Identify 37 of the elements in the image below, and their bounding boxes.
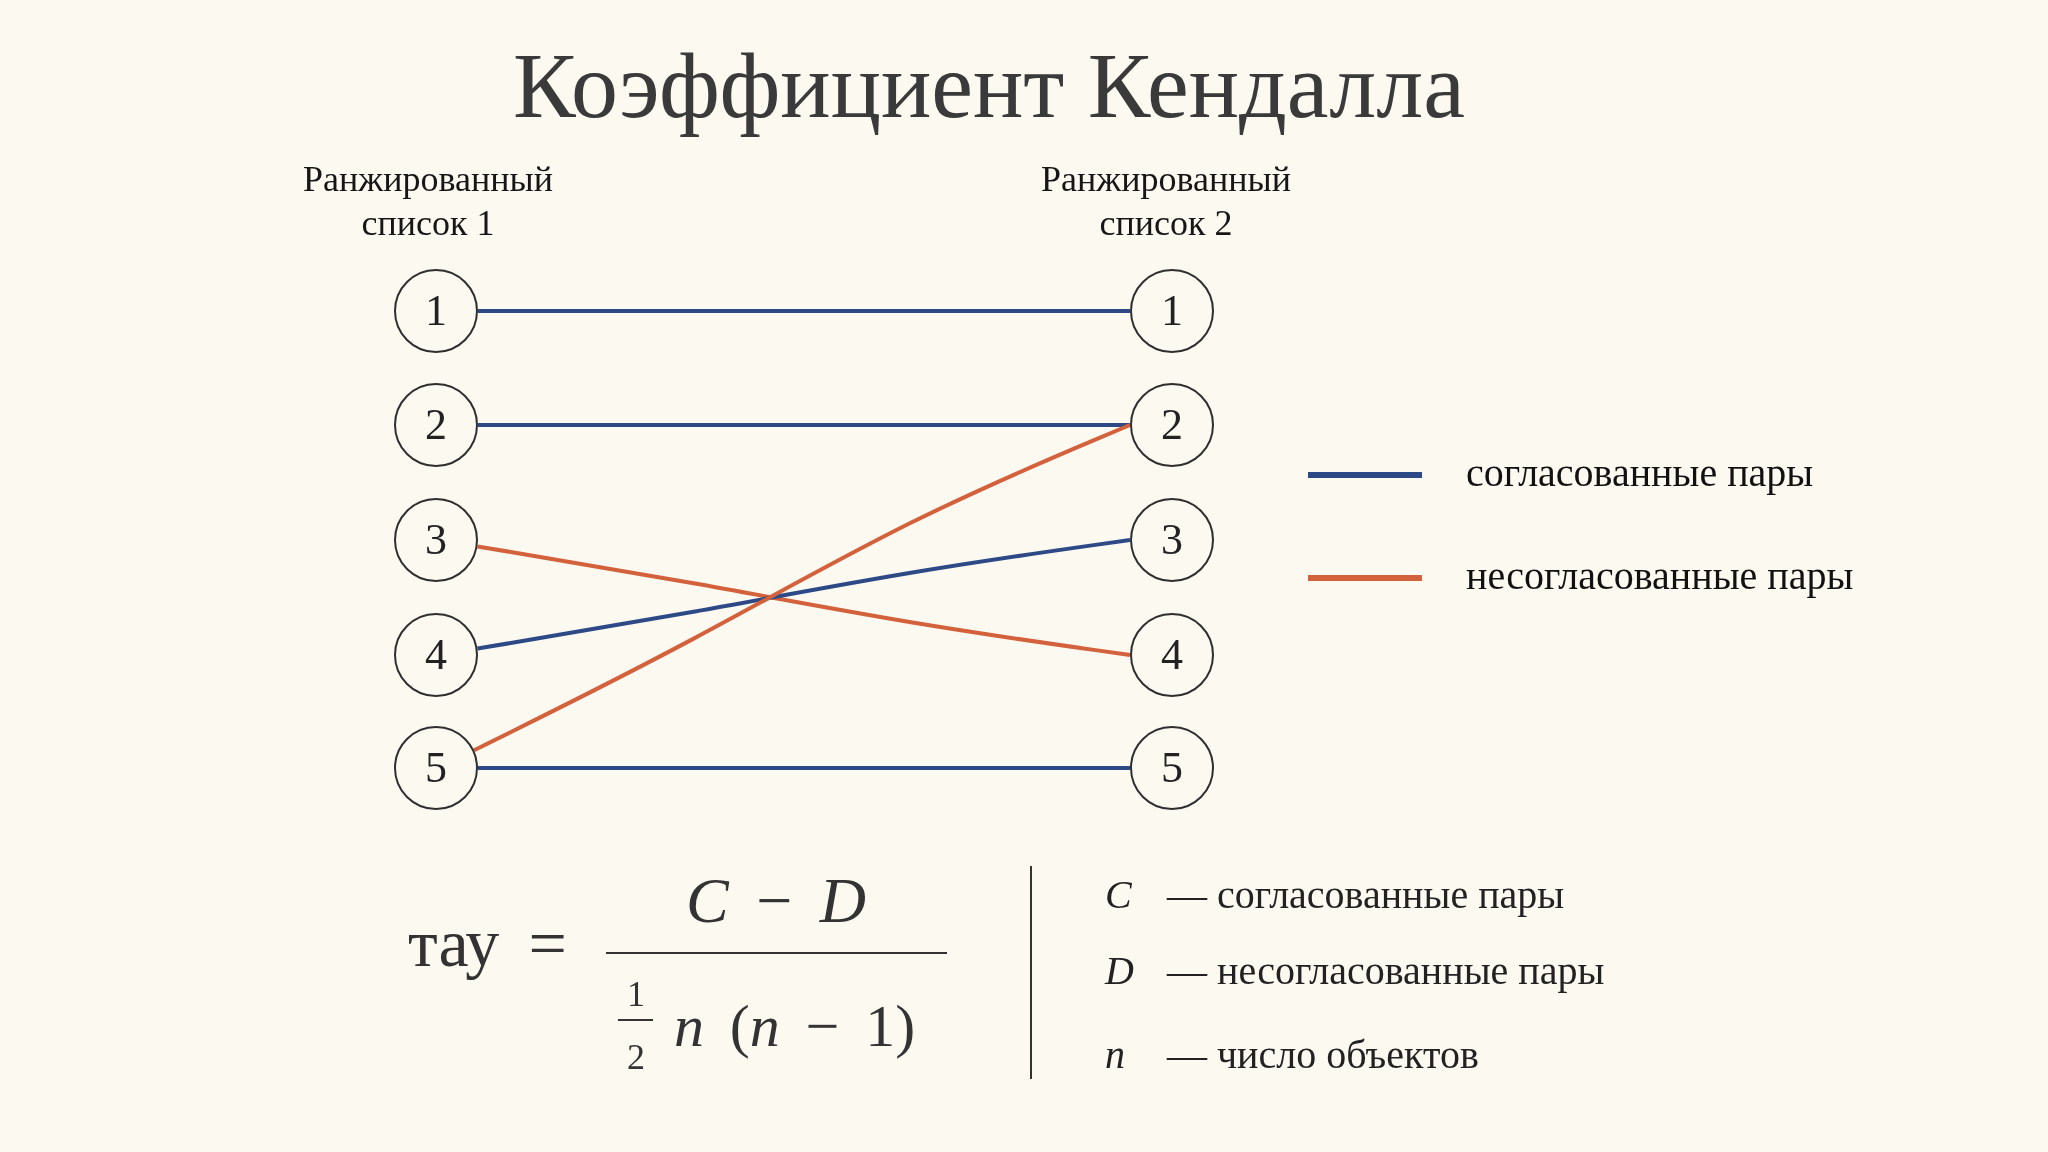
rank-number: 2 [425,400,447,450]
connector-line [478,309,1130,313]
rank-number: 1 [1161,286,1183,336]
rank-circle [394,498,478,582]
column-heading: Ранжированный список 1 [303,158,553,245]
rank-number: 2 [1161,400,1183,450]
rank-circle [394,613,478,697]
rank-circle [394,726,478,810]
rank-circle [1130,269,1214,353]
connector-line [478,766,1130,770]
fraction-denominator: 2 [627,1036,645,1080]
connector-line [473,423,1131,753]
legend-label: несогласованные пары [1466,552,1854,600]
rank-circle [1130,383,1214,467]
rank-circle [1130,726,1214,810]
rank-number: 3 [1161,515,1183,565]
rank-number: 4 [1161,630,1183,680]
rank-number: 5 [1161,743,1183,793]
connector-line [478,423,1130,427]
column-heading: Ранжированный список 2 [1041,158,1291,245]
definition-text: n — число объектов [1105,1031,1479,1079]
diagram-title: Коэффициент Кендалла [513,32,1465,139]
fraction-numerator: 1 [627,973,645,1017]
legend-label: согласованные пары [1466,449,1814,497]
rank-number: 5 [425,743,447,793]
formula-text: тау = [408,904,567,984]
rank-circle [1130,498,1214,582]
rank-number: 3 [425,515,447,565]
definition-text: C — согласованные пары [1105,871,1565,919]
rank-number: 4 [425,630,447,680]
definition-text: D — несогласованные пары [1105,947,1605,995]
formula-denominator: n (n − 1) [674,992,916,1061]
rank-circle [1130,613,1214,697]
rank-circle [394,269,478,353]
rank-circle [394,383,478,467]
rank-number: 1 [425,286,447,336]
formula-numerator: C − D [686,863,866,938]
